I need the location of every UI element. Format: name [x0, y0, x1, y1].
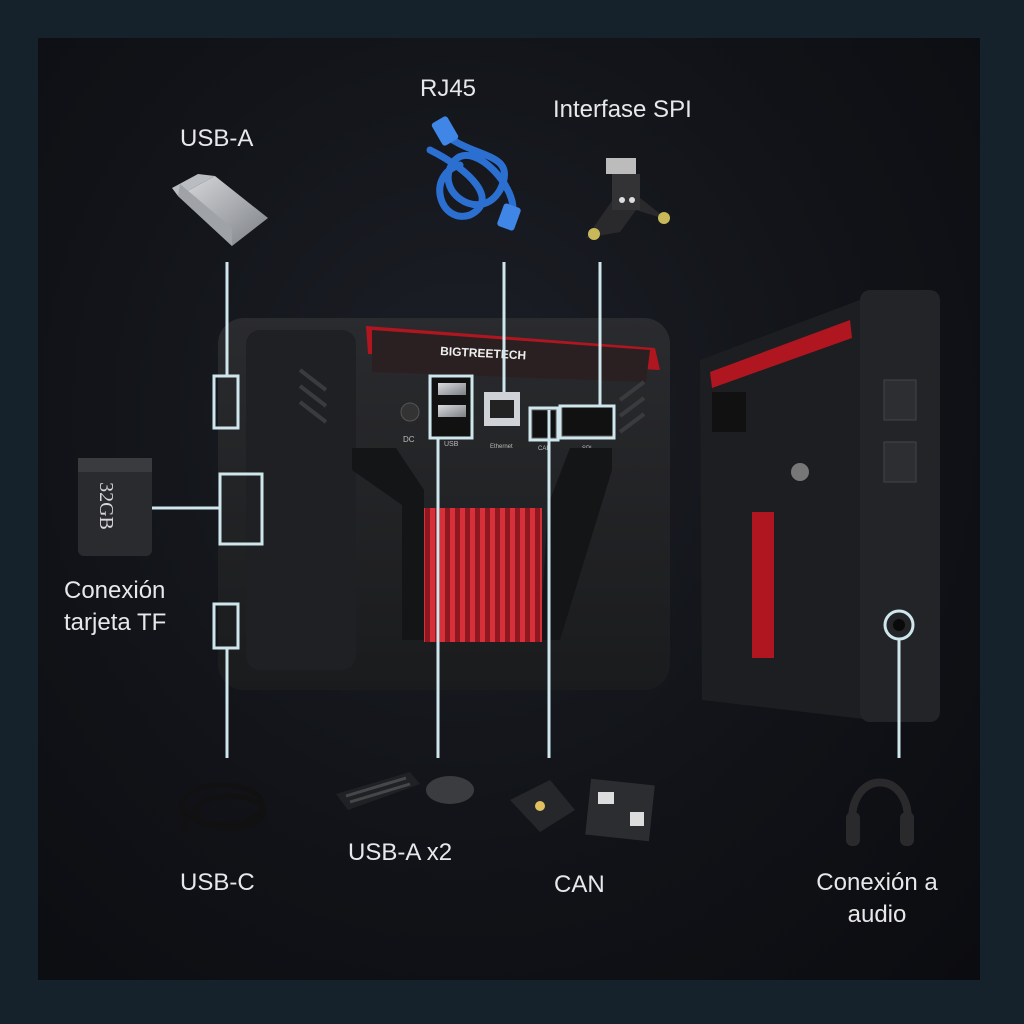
mouse-icon: [426, 776, 474, 804]
label-tf-line2: tarjeta TF: [64, 609, 167, 636]
sd-card-icon: 32GB: [78, 458, 152, 556]
usb-a-dongle-icon: [172, 174, 268, 246]
port-label-can: CAN: [538, 446, 551, 452]
sd-card-capacity: 32GB: [95, 482, 117, 530]
device-side-view: [700, 290, 940, 722]
label-can: CAN: [554, 871, 605, 898]
label-usb-c: USB-C: [180, 869, 255, 896]
label-tf-line1: Conexión: [64, 577, 166, 604]
usb-c-cable-icon: [179, 782, 267, 831]
rj45-cable-icon: [426, 116, 521, 231]
can-boards-icon: [510, 778, 655, 842]
device-back-view: BIGTREETECH DC USB Ethernet CAN SPI: [218, 318, 670, 690]
label-audio-line2: audio: [847, 901, 907, 928]
label-usb-a: USB-A: [180, 125, 254, 152]
label-rj45: RJ45: [420, 75, 477, 102]
port-label-dc: DC: [403, 435, 415, 444]
spi-module-icon: [586, 158, 670, 240]
keyboard-icon: [336, 772, 420, 810]
callout-lines: [152, 262, 901, 758]
headphones-icon: [846, 778, 914, 846]
port-label-ethernet: Ethernet: [490, 444, 513, 450]
port-label-usb: USB: [444, 441, 459, 448]
label-usb-a-x2: USB-A x2: [348, 839, 453, 866]
label-spi: Interfase SPI: [553, 96, 692, 123]
label-audio-line1: Conexión a: [816, 869, 938, 896]
